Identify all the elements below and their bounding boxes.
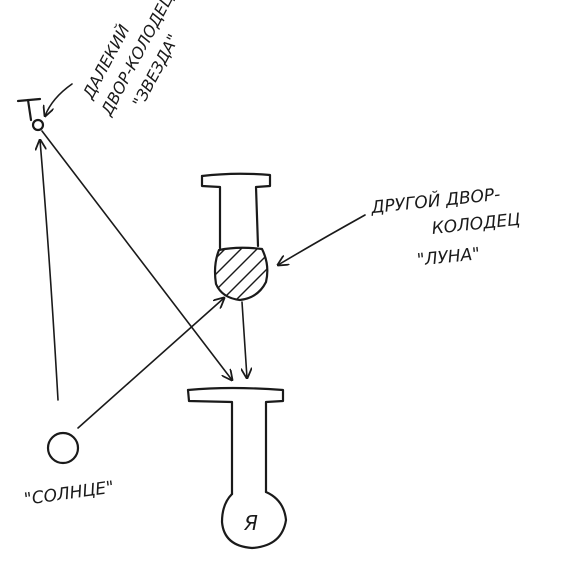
other-well-moon [200,172,272,302]
other-well-pointer-arrow [278,214,366,265]
other-well-label-line-3: "ЛУНА" [416,244,481,270]
me-label: Я [243,511,258,535]
far-well-label: ДАЛЕКИЙ ДВОР-КОЛОДЕЦ "ЗВЕЗДА" [78,0,183,119]
sun-to-star-line [40,140,59,401]
sun-label: "СОЛНЦЕ" [23,478,115,510]
sun-to-moon-line [77,298,224,429]
sun-circle [46,431,80,465]
other-well-label: ДРУГОЙ ДВОР- КОЛОДЕЦ "ЛУНА" [369,183,521,271]
moon-to-me-line [242,301,247,378]
far-well-star [16,97,45,132]
star-to-me-line [41,130,232,380]
my-well [186,386,288,550]
other-well-label-line-2: КОЛОДЕЦ [431,210,521,239]
far-well-pointer-arrow [45,83,73,116]
